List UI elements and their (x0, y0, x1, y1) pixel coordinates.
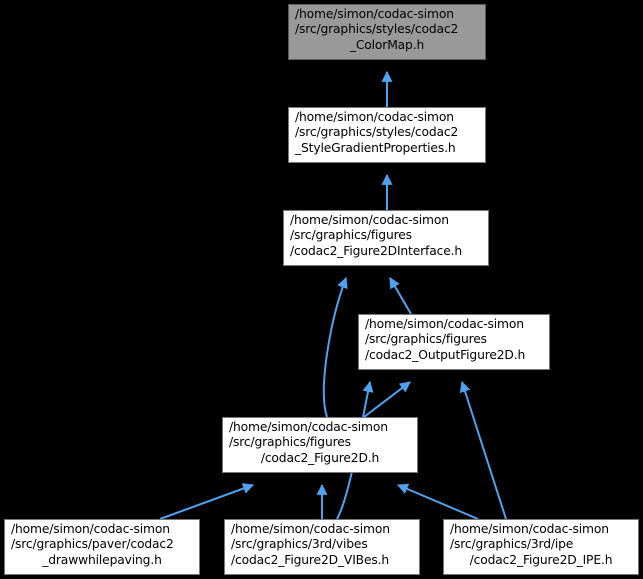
graph-edge-figure2d-to-outputfigure2d (363, 381, 411, 418)
node-label-line: /src/graphics/figures (365, 332, 487, 347)
graph-node-figure2dinterface[interactable]: /home/simon/codac-simon/src/graphics/fig… (283, 210, 489, 266)
node-label-line: /home/simon/codac-simon (365, 317, 524, 331)
graph-node-outputfigure2d[interactable]: /home/simon/codac-simon/src/graphics/fig… (358, 314, 550, 370)
node-label-line: /codac2_Figure2D_IPE.h (469, 552, 613, 567)
node-label-line: _StyleGradientProperties.h (295, 140, 456, 155)
node-label-line: /src/graphics/styles/codac2 (295, 22, 459, 37)
graph-node-colormap[interactable]: /home/simon/codac-simon/src/graphics/sty… (288, 4, 486, 60)
node-label-line: /home/simon/codac-simon (450, 522, 609, 536)
graph-edge-figure2dipe-to-outputfigure2d (459, 380, 507, 520)
node-label-line: /codac2_Figure2D_VIBes.h (231, 552, 390, 567)
node-label-line: /src/graphics/figures (229, 435, 351, 450)
node-label-line: _ColorMap.h (349, 37, 425, 52)
node-label-line: /src/graphics/paver/codac2 (11, 537, 174, 552)
node-label-line: _drawwhilepaving.h (42, 552, 162, 567)
node-label-line: /codac2_Figure2DInterface.h (290, 243, 463, 258)
graph-edge-outputfigure2d-to-figure2dinterface (389, 277, 412, 315)
graph-node-figure2dvibes[interactable]: /home/simon/codac-simon/src/graphics/3rd… (224, 519, 420, 575)
node-label-line: /src/graphics/3rd/ipe (450, 537, 574, 552)
node-label-line: /src/graphics/styles/codac2 (295, 125, 459, 140)
node-label-line: /home/simon/codac-simon (295, 7, 454, 21)
graph-edge-figure2dipe-to-figure2d (396, 483, 479, 520)
graph-node-figure2d[interactable]: /home/simon/codac-simon/src/graphics/fig… (222, 417, 418, 473)
graph-node-drawwhilepaving[interactable]: /home/simon/codac-simon/src/graphics/pav… (4, 519, 200, 575)
node-label-line: /codac2_OutputFigure2D.h (365, 347, 526, 362)
graph-edge-drawwhilepaving-to-figure2d (159, 483, 255, 520)
graph-node-figure2dipe[interactable]: /home/simon/codac-simon/src/graphics/3rd… (443, 519, 639, 575)
node-label-line: /home/simon/codac-simon (290, 213, 449, 227)
node-label-line: /home/simon/codac-simon (295, 110, 454, 124)
graph-edge-figure2d-to-figure2dinterface (322, 276, 348, 418)
node-label-line: /home/simon/codac-simon (229, 420, 388, 434)
node-label-line: /home/simon/codac-simon (11, 522, 170, 536)
node-label-line: /src/graphics/figures (290, 228, 412, 243)
node-label-line: /codac2_Figure2D.h (260, 450, 380, 465)
node-label-line: /src/graphics/3rd/vibes (231, 537, 368, 552)
node-label-line: /home/simon/codac-simon (231, 522, 390, 536)
graph-node-stylegradientproperties[interactable]: /home/simon/codac-simon/src/graphics/sty… (288, 107, 486, 163)
